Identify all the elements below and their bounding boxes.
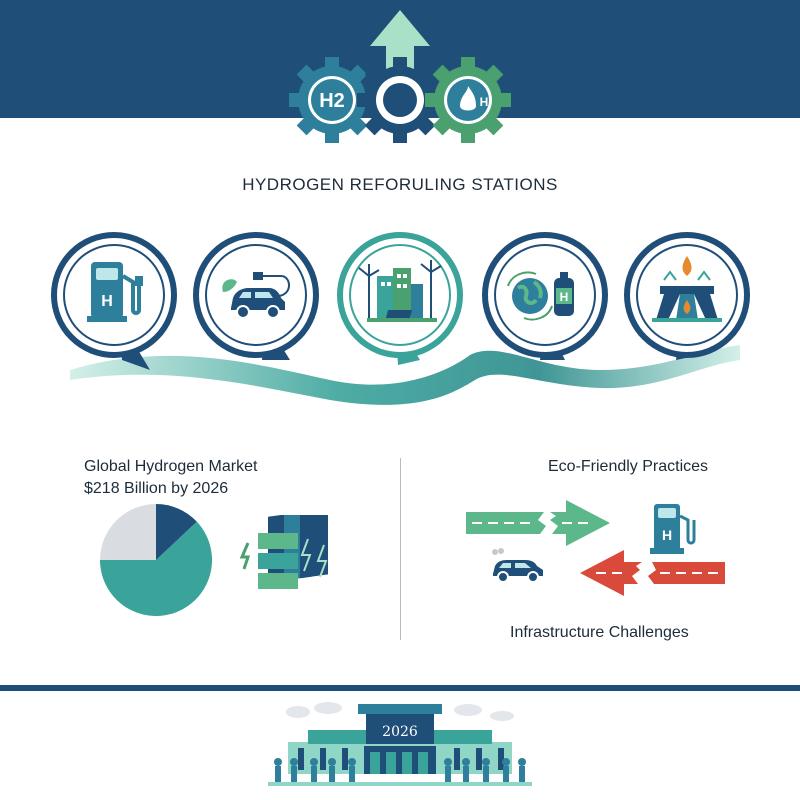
tank-label: H bbox=[560, 290, 569, 304]
journey-station-fuel-pump: H bbox=[51, 232, 177, 358]
renewable-energy-icon bbox=[358, 260, 442, 322]
journey-station-plant bbox=[624, 232, 750, 358]
gear-center-icon bbox=[357, 57, 443, 143]
station-year-sign: 2026 bbox=[382, 724, 418, 740]
gear-h-label: H bbox=[480, 95, 489, 109]
gear-h2-label: H2 bbox=[319, 90, 345, 112]
market-subtitle: $218 Billion by 2026 bbox=[84, 480, 229, 497]
red-road-arrow-icon bbox=[580, 550, 725, 596]
green-road-arrow-icon bbox=[466, 500, 610, 546]
ev-car-icon bbox=[222, 272, 290, 319]
hydrogen-gears-logo: H2 H bbox=[289, 10, 511, 143]
pump-small-label: H bbox=[662, 527, 672, 543]
section-divider bbox=[400, 458, 401, 640]
market-pie-chart bbox=[100, 504, 212, 616]
battery-stack-icon bbox=[239, 515, 328, 589]
refueling-station-illustration bbox=[268, 702, 532, 786]
up-arrow-icon bbox=[370, 10, 430, 80]
page-title: HYDROGEN REFORULING STATIONS bbox=[242, 175, 558, 194]
fuel-pump-label: H bbox=[101, 293, 113, 310]
gear-h2-icon bbox=[289, 57, 375, 143]
journey-station-globe: H bbox=[482, 232, 608, 358]
pie-slice-2 bbox=[156, 504, 197, 560]
eco-friendly-label: Eco-Friendly Practices bbox=[548, 458, 709, 475]
fuel-pump-small-icon: H bbox=[650, 504, 696, 554]
hydrogen-production-plant-icon bbox=[652, 256, 722, 322]
gear-h-icon bbox=[425, 57, 511, 143]
journey-station-renewable bbox=[337, 232, 463, 358]
globe-hydrogen-tank-icon bbox=[507, 271, 574, 321]
journey-station-ev-car bbox=[193, 232, 319, 358]
market-title: Global Hydrogen Market bbox=[84, 458, 258, 475]
car-icon bbox=[492, 548, 543, 583]
fuel-pump-icon bbox=[87, 262, 143, 322]
pie-slice-1 bbox=[100, 504, 156, 560]
pie-slice-0 bbox=[100, 521, 212, 616]
infrastructure-challenges-label: Infrastructure Challenges bbox=[510, 624, 689, 641]
footer-band bbox=[0, 685, 800, 691]
